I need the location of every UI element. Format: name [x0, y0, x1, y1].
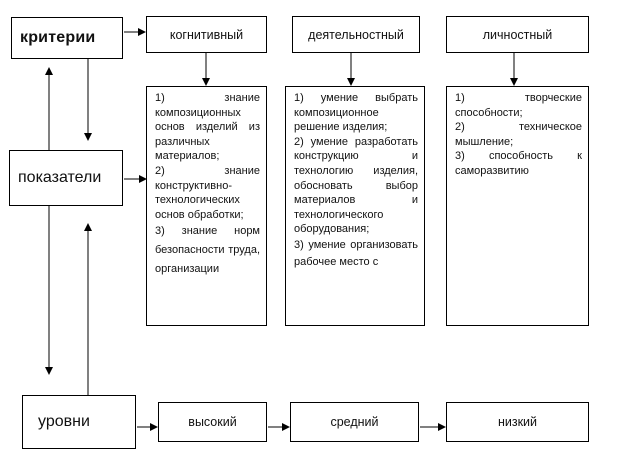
criteria-node: критерии — [11, 17, 123, 59]
level-box-high: высокий — [158, 402, 267, 442]
criterion-label: деятельностный — [308, 27, 404, 42]
indicator-box-personal: 1) творческие способности; 2) техническо… — [446, 86, 589, 326]
criterion-box-activity: деятельностный — [292, 16, 420, 53]
criterion-box-cognitive: когнитивный — [146, 16, 267, 53]
indicators-label: показатели — [18, 169, 102, 186]
indicators-node: показатели — [9, 150, 123, 206]
level-label: средний — [330, 415, 379, 429]
indicator-item: 1) умение выбрать композиционное решение… — [294, 92, 418, 134]
indicator-item: 1) знание композиционных основ изделий и… — [155, 92, 260, 163]
levels-node: уровни — [22, 395, 136, 449]
criterion-box-personal: личностный — [446, 16, 589, 53]
indicator-item: 1) творческие способности; — [455, 92, 582, 119]
levels-label: уровни — [38, 413, 90, 430]
criterion-label: когнитивный — [169, 27, 244, 42]
indicator-box-cognitive: 1) знание композиционных основ изделий и… — [146, 86, 267, 326]
indicator-box-activity: 1) умение выбрать композиционное решение… — [285, 86, 425, 326]
level-box-low: низкий — [446, 402, 589, 442]
criteria-label: критерии — [20, 29, 96, 46]
indicator-item: 2) умение разработать конструкцию и техн… — [294, 135, 418, 236]
level-box-medium: средний — [290, 402, 419, 442]
level-label: высокий — [188, 415, 237, 429]
indicator-item: 2) техническое мышление; — [455, 121, 582, 148]
indicator-item: 2) знание конструктивно-технологических … — [155, 164, 260, 221]
criterion-label: личностный — [482, 27, 553, 42]
indicator-item: 3) способность к саморазвитию — [455, 150, 582, 177]
indicator-item: 3) знание норм безопасности труда, орган… — [155, 225, 260, 276]
level-label: низкий — [497, 415, 538, 429]
indicator-item: 3) умение организовать рабочее место с — [294, 238, 418, 268]
